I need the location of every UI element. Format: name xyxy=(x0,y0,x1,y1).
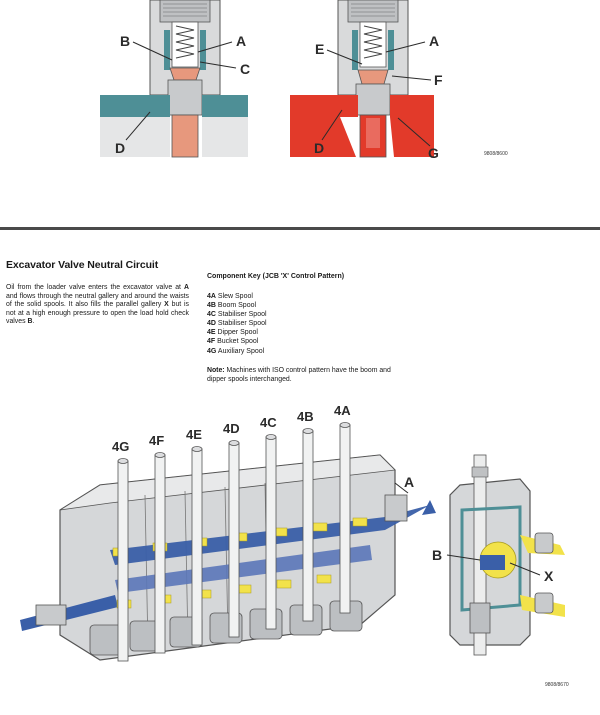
label-right-g: G xyxy=(428,145,439,161)
paragraph-bold-ref: A xyxy=(184,284,189,291)
component-key-item: 4C Stabiliser Spool xyxy=(207,310,267,319)
spool-4g: 4G xyxy=(112,439,129,662)
section-divider xyxy=(0,227,600,230)
spool-4e: 4E xyxy=(186,427,203,646)
component-code: 4D xyxy=(207,320,216,328)
spool-4a: 4A xyxy=(334,403,351,614)
component-key-title: Component Key (JCB 'X' Control Pattern) xyxy=(207,273,345,280)
component-code: 4A xyxy=(207,293,216,300)
label-check-valve-b: B xyxy=(432,547,442,563)
spool-label: 4E xyxy=(186,427,202,442)
section-title: Excavator Valve Neutral Circuit xyxy=(6,259,159,271)
paragraph-text: . xyxy=(32,318,35,326)
outlet-fitting xyxy=(35,604,67,626)
paragraph-text: and flows through the neutral gallery an… xyxy=(6,292,189,309)
figure-ref-top: 9808/8600 xyxy=(484,151,508,157)
check-valve-cross-section xyxy=(446,454,565,656)
paragraph-text: Oil from the loader valve enters the exc… xyxy=(6,284,185,291)
spool-group: 4G 4F 4E 4D 4C 4B 4A xyxy=(112,403,351,662)
spool-4b: 4B xyxy=(297,409,314,622)
label-inlet-a: A xyxy=(404,474,414,490)
component-key-item: 4A Slew Spool xyxy=(207,292,267,301)
spool-label: 4F xyxy=(149,433,164,448)
figure-ref-bottom: 9808/8670 xyxy=(545,682,569,688)
spool-label: 4C xyxy=(260,415,277,430)
label-left-a: A xyxy=(236,33,246,49)
label-right-f: F xyxy=(434,72,443,88)
spool-label: 4G xyxy=(112,439,129,454)
note-text: Machines with ISO control pattern have t… xyxy=(207,367,391,383)
inlet-fitting xyxy=(384,482,409,522)
component-name: Bucket Spool xyxy=(215,338,259,346)
paragraph-text: but is not at a high enough pressure to … xyxy=(6,301,189,326)
spool-4f: 4F xyxy=(149,433,166,654)
spool-label: 4D xyxy=(223,421,240,436)
left-valve-section xyxy=(100,0,248,158)
label-left-b: B xyxy=(120,33,130,49)
component-key-item: 4F Bucket Spool xyxy=(207,337,267,346)
component-name: Stabiliser Spool xyxy=(215,311,267,319)
label-right-d: D xyxy=(314,140,324,156)
component-name: Stabiliser Spool xyxy=(215,320,267,328)
component-code: 4E xyxy=(207,329,216,337)
note-label: Note: xyxy=(207,367,225,374)
note-paragraph: Note: Machines with ISO control pattern … xyxy=(207,367,392,384)
spool-4d: 4D xyxy=(223,421,240,638)
component-name: Dipper Spool xyxy=(215,329,258,337)
component-code: 4C xyxy=(207,311,216,319)
component-name: Boom Spool xyxy=(215,302,257,310)
spool-label: 4B xyxy=(297,409,314,424)
valve-section-diagram-top: B A C D E A F D G 9808/8600 xyxy=(100,0,508,161)
label-left-d: D xyxy=(115,140,125,156)
description-paragraph: Oil from the loader valve enters the exc… xyxy=(6,284,189,327)
component-key-item: 4G Auxiliary Spool xyxy=(207,347,267,356)
label-left-c: C xyxy=(240,61,250,77)
component-name: Slew Spool xyxy=(215,293,253,300)
spool-label: 4A xyxy=(334,403,351,418)
label-right-e: E xyxy=(315,41,324,57)
spool-4c: 4C xyxy=(260,415,277,630)
component-code: 4F xyxy=(207,338,216,346)
component-code: 4B xyxy=(207,302,216,310)
label-gallery-x: X xyxy=(544,568,554,584)
component-key-item: 4B Boom Spool xyxy=(207,301,267,310)
component-code: 4G xyxy=(207,347,217,355)
component-name: Auxiliary Spool xyxy=(216,347,265,355)
component-key-item: 4D Stabiliser Spool xyxy=(207,319,267,328)
paragraph-bold-ref: B xyxy=(27,318,33,326)
label-right-a: A xyxy=(429,33,439,49)
paragraph-bold-ref: X xyxy=(164,301,169,309)
excavator-valve-block-diagram: 4G 4F 4E 4D 4C 4B 4A A B X 9808/8670 xyxy=(20,403,569,688)
component-key-item: 4E Dipper Spool xyxy=(207,328,267,337)
